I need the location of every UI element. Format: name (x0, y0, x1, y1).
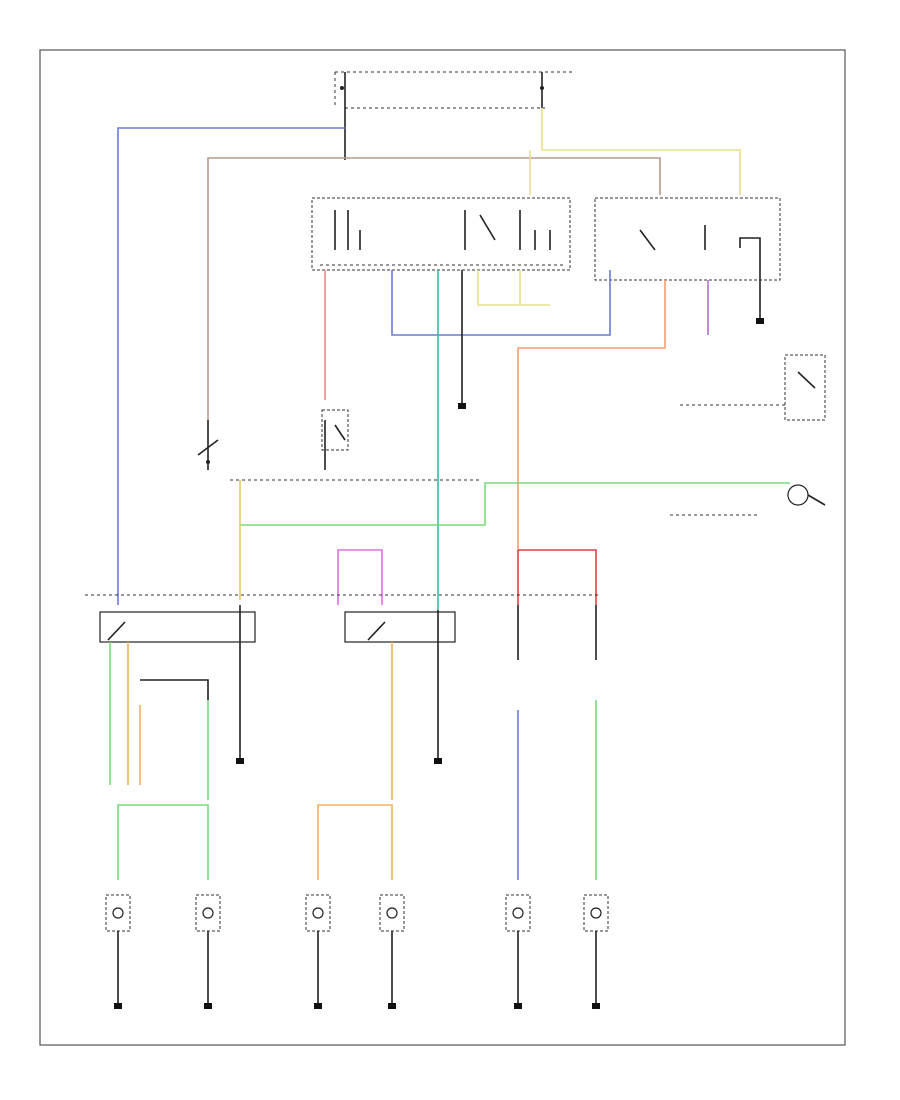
wire-orange-module (517, 280, 666, 550)
wire-green-flasher (240, 482, 790, 526)
left-rear-turn-lamp (305, 894, 331, 1009)
left-turn-relay (99, 605, 256, 760)
right-front-turn-lamp (195, 894, 221, 1009)
wire-yellow (541, 108, 741, 195)
stoplamp-switch (321, 409, 349, 470)
wire-blue-left (117, 127, 345, 605)
right-stop-lamp (583, 894, 609, 1009)
wire-blue-cluster (391, 270, 611, 336)
brake-pedal-position-switch (680, 354, 826, 421)
right-turn-relay (344, 610, 456, 760)
wire-green-junction (117, 804, 209, 880)
wire-magenta (337, 549, 383, 605)
wire-brown (207, 157, 345, 420)
diagram-frame (39, 49, 846, 1046)
instrument-cluster (311, 197, 571, 271)
left-front-turn-lamp (105, 894, 131, 1009)
wire-yellow-2 (477, 270, 550, 306)
right-rear-turn-lamp (379, 894, 405, 1009)
wire-red-stop (518, 549, 597, 605)
wire-orange-junction (317, 804, 393, 880)
flasher (670, 484, 826, 516)
left-stop-lamp (505, 894, 531, 1009)
hot-at-all-times-bus (334, 71, 575, 160)
multifunction-switch (197, 420, 480, 481)
generic-electronic-module (594, 197, 781, 300)
